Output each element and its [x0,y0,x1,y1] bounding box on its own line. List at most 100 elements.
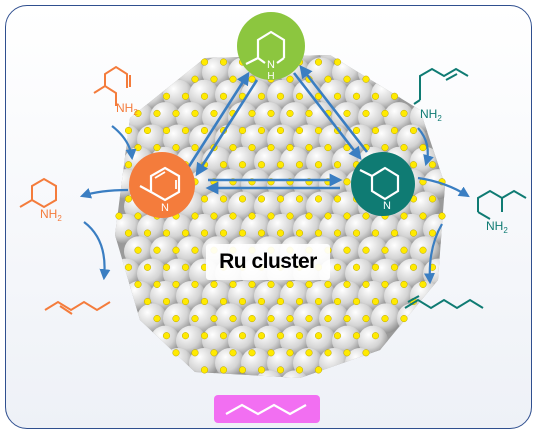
adsorbate-dot [400,109,408,117]
adsorbate-dot [419,280,427,288]
adsorbate-dot [333,92,342,100]
adsorbate-dot [257,229,266,237]
arrow-right-bottom [423,223,443,285]
adsorbate-dot [333,161,342,169]
adsorbate-dot [343,75,351,83]
adsorbate-dot [134,144,142,152]
adsorbate-dot [295,126,304,135]
ru-atom [163,79,193,110]
ru-atom [176,102,206,133]
ru-atom [150,236,180,267]
ru-atom [228,325,258,356]
adsorbate-dot [191,109,199,117]
adsorbate-dot [428,195,437,203]
adsorbate-dot [362,109,370,117]
ru-atom [215,169,245,200]
adsorbate-dot [248,212,256,220]
adsorbate-dot [381,144,389,152]
adsorbate-dot [229,315,237,323]
adsorbate-dot [305,280,313,288]
adsorbate-dot [181,126,190,135]
right-top-amine-chain [419,67,469,100]
adsorbate-dot [438,212,446,220]
adsorbate-dot [229,349,237,357]
adsorbate-dot [371,229,380,237]
adsorbate-dot [276,126,285,135]
arrow-right-mid [417,176,470,198]
ru-atom [215,79,245,110]
adsorbate-dot [305,315,313,323]
ru-atom [345,303,375,334]
adsorbate-dot [295,332,304,340]
adsorbate-dot [219,229,228,237]
adsorbate-dot [286,280,294,288]
ru-atom [358,236,388,267]
adsorbate-dot [162,263,171,271]
adsorbate-dot [210,109,218,117]
ru-atom [306,280,336,311]
piperidine-ring [256,30,286,58]
adsorbate-dot [153,246,161,254]
pyridine-methyl [139,185,152,193]
adsorbate-dot [257,297,266,306]
adsorbate-dot [371,263,380,271]
tetrahydropyridine-methyl [359,169,373,177]
adsorbate-dot [286,75,294,83]
ru-atom [280,280,310,311]
adsorbate-dot [409,263,418,271]
piperidine-circle [237,12,305,80]
adsorbate-dot [191,349,199,357]
ru-atom [137,213,167,244]
tetrahydropyridine-circle [351,152,415,216]
arrow-piperidine-to-thp [292,72,362,161]
adsorbate-dot [286,212,294,220]
adsorbate-dot [124,126,133,135]
adsorbate-dot [381,246,389,254]
arrow-pyridine-to-piperidine [186,71,250,169]
adsorbate-dot [343,212,351,220]
adsorbate-dot [390,229,399,237]
adsorbate-dot [181,92,190,100]
ru-atom [384,280,414,311]
adsorbate-dot [238,126,247,135]
adsorbate-dot [143,297,152,306]
adsorbate-dot [276,229,285,237]
adsorbate-dot [210,75,218,83]
adsorbate-dot [371,126,380,135]
adsorbate-dot [257,195,266,203]
adsorbate-dot [238,297,247,306]
adsorbate-dot [400,246,408,254]
adsorbate-dot [343,349,351,357]
product-alkane [225,403,307,416]
adsorbate-dot [153,315,161,323]
central-arrows [186,64,369,195]
adsorbate-dot [295,229,304,237]
ru-atom [241,79,271,110]
adsorbate-dot [248,280,256,288]
adsorbate-dot [314,332,323,340]
left-bottom-alkene [44,300,111,312]
tetrahydropyridine-node: N [351,152,415,216]
ru-atom [397,213,427,244]
adsorbate-dot [314,229,323,237]
adsorbate-dot [229,212,237,220]
adsorbate-dot [352,297,361,306]
svg-text:NH2: NH2 [420,107,442,123]
adsorbate-dot [314,366,323,374]
adsorbate-dot [371,92,380,100]
pyridine-circle [129,152,195,218]
adsorbate-dot [428,229,437,237]
adsorbate-dot [172,246,180,254]
adsorbate-dot [219,195,228,203]
adsorbate-dot [343,280,351,288]
side-arrows [79,125,470,285]
adsorbate-dot [257,92,266,100]
ru-atom [358,280,388,311]
left-top-amine-chain [93,84,117,106]
adsorbate-dot [219,332,228,340]
adsorbate-dot [390,126,399,135]
adsorbate-dot [276,195,285,203]
adsorbate-dot [324,212,332,220]
adsorbate-dot [200,195,209,203]
